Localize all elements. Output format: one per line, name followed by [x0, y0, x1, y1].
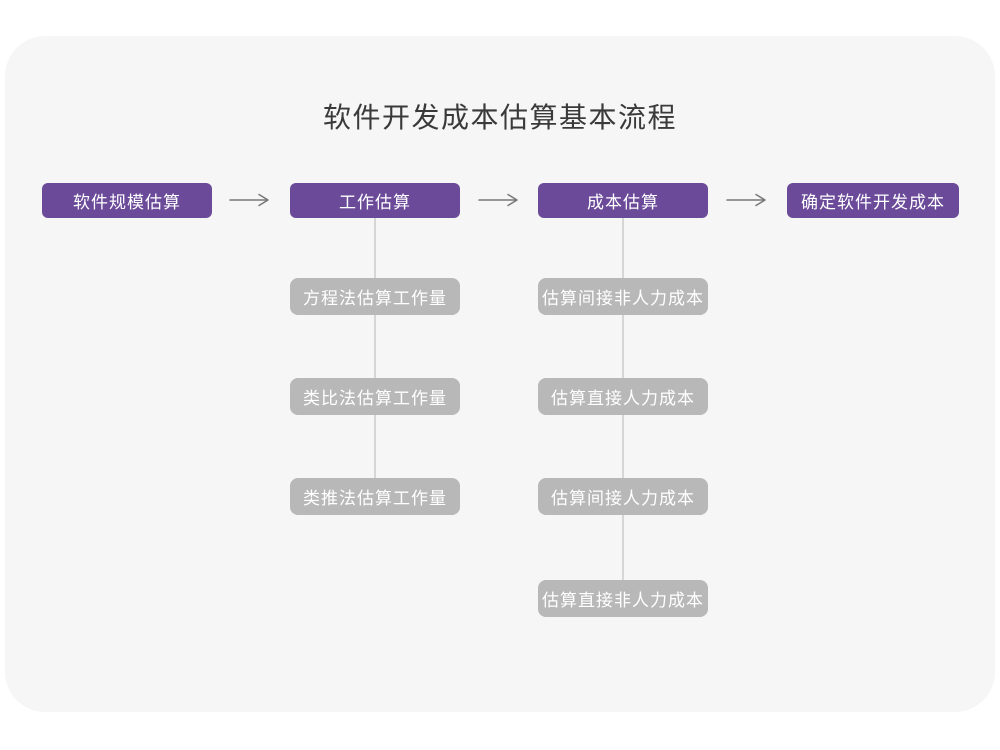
work-method-label: 类推法估算工作量: [303, 489, 447, 508]
right-arrow-icon: [478, 193, 518, 207]
cost-component-label: 估算间接人力成本: [551, 489, 695, 508]
cost-component-node-indirect-nonlabor: 估算间接非人力成本: [538, 278, 708, 315]
right-arrow-icon: [229, 193, 269, 207]
stage-node-label: 成本估算: [587, 193, 659, 212]
cost-component-label: 估算间接非人力成本: [542, 289, 704, 308]
cost-component-node-direct-nonlabor: 估算直接非人力成本: [538, 580, 708, 617]
cost-component-label: 估算直接人力成本: [551, 389, 695, 408]
work-method-node-equation: 方程法估算工作量: [290, 278, 460, 315]
cost-component-node-indirect-labor: 估算间接人力成本: [538, 478, 708, 515]
cost-component-label: 估算直接非人力成本: [542, 591, 704, 610]
stage-node-label: 确定软件开发成本: [801, 193, 945, 212]
work-method-label: 类比法估算工作量: [303, 389, 447, 408]
right-arrow-icon: [726, 193, 766, 207]
stage-node-software-scale-estimation: 软件规模估算: [42, 183, 212, 218]
work-method-node-analogy: 类比法估算工作量: [290, 378, 460, 415]
work-method-node-extrapolation: 类推法估算工作量: [290, 478, 460, 515]
work-method-label: 方程法估算工作量: [303, 289, 447, 308]
connector-line-work-estimation: [374, 218, 376, 478]
diagram-card-background: [5, 36, 995, 712]
stage-node-cost-estimation: 成本估算: [538, 183, 708, 218]
stage-node-determine-development-cost: 确定软件开发成本: [787, 183, 959, 218]
stage-node-label: 工作估算: [339, 193, 411, 212]
stage-node-label: 软件规模估算: [73, 193, 181, 212]
stage-node-work-estimation: 工作估算: [290, 183, 460, 218]
cost-component-node-direct-labor: 估算直接人力成本: [538, 378, 708, 415]
page-title: 软件开发成本估算基本流程: [322, 102, 677, 133]
